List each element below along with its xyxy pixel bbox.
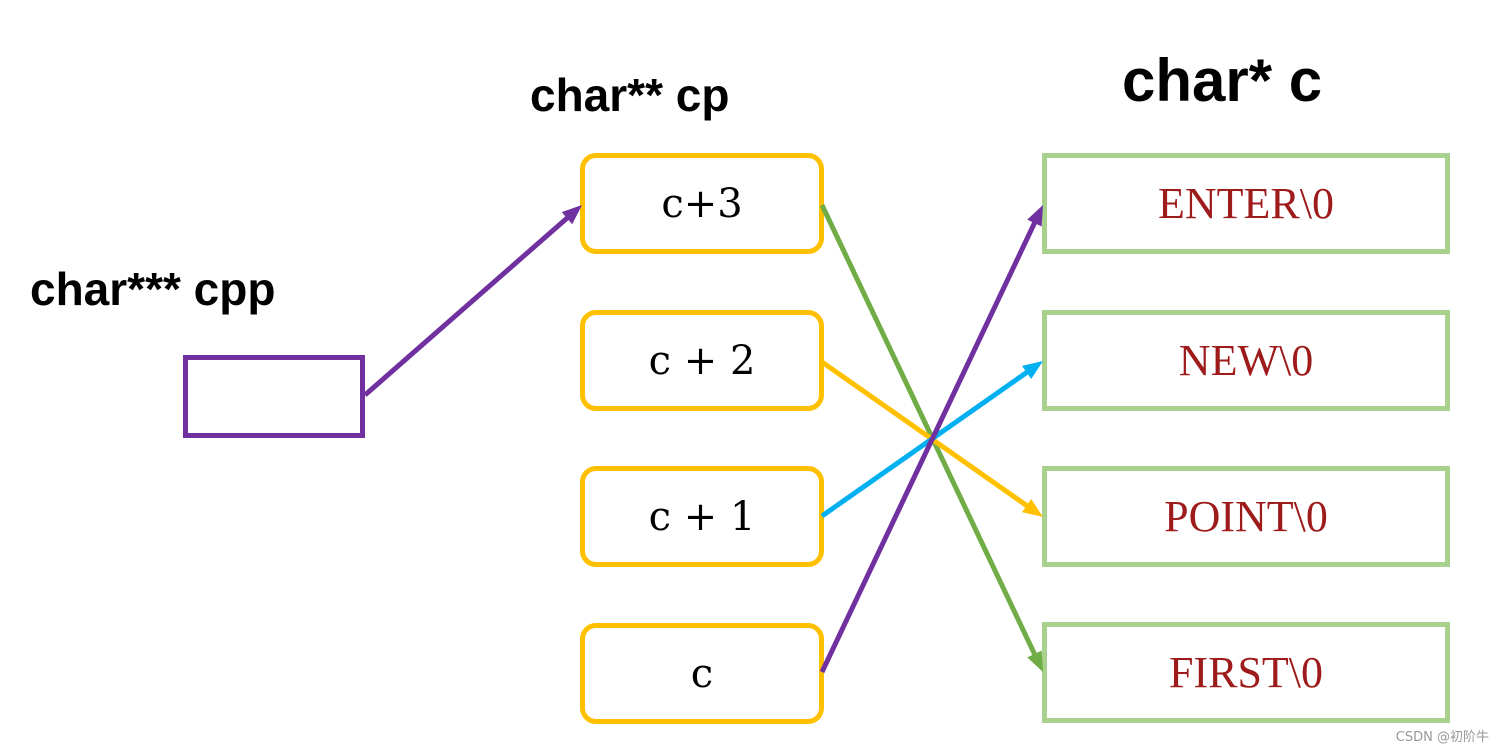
arrowhead bbox=[1022, 361, 1043, 380]
c-cell-2: POINT\0 bbox=[1042, 466, 1450, 567]
arrowhead bbox=[1027, 650, 1043, 672]
cp-cell-2: c + 1 bbox=[580, 466, 824, 567]
arrowhead bbox=[1027, 205, 1043, 227]
arrow-cp3-to-c0 bbox=[819, 220, 1038, 674]
cp-cell-3: c bbox=[580, 623, 824, 724]
arrow-cp1-to-c2 bbox=[820, 359, 1030, 509]
cp-label: char** cp bbox=[530, 69, 730, 121]
cpp-label: char*** cpp bbox=[30, 263, 276, 315]
c-cell-1: NEW\0 bbox=[1042, 310, 1450, 411]
cp-cell-0: c+3 bbox=[580, 153, 824, 254]
cp-cell-1: c + 2 bbox=[580, 310, 824, 411]
arrow-cpp-to-cp0 bbox=[363, 214, 571, 397]
arrow-cp0-to-c3 bbox=[819, 203, 1038, 657]
cpp-box bbox=[183, 355, 365, 438]
arrow-cp2-to-c1 bbox=[820, 369, 1030, 519]
watermark: CSDN @初阶牛 bbox=[1395, 730, 1489, 745]
arrowhead bbox=[1022, 498, 1043, 517]
c-cell-0: ENTER\0 bbox=[1042, 153, 1450, 254]
c-cell-3: FIRST\0 bbox=[1042, 622, 1450, 723]
arrowhead bbox=[561, 205, 582, 225]
c-label: char* c bbox=[1122, 47, 1323, 114]
